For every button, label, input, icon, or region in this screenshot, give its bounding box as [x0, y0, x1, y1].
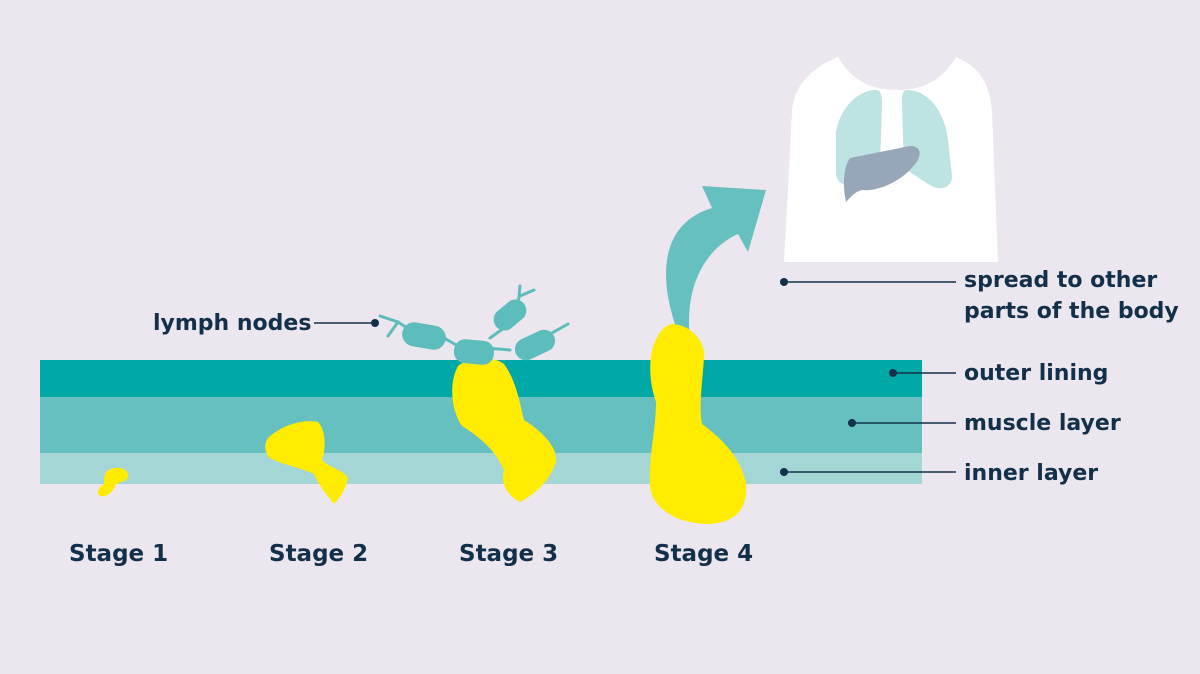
- tumour-stage-3: [452, 358, 557, 502]
- stage-3-label: Stage 3: [459, 541, 559, 567]
- inner-layer: [40, 453, 922, 484]
- tumour-stage-4: [649, 324, 747, 524]
- outer-lining-label: outer lining: [964, 361, 1109, 386]
- muscle-layer-label: muscle layer: [964, 411, 1121, 436]
- label-pointer-dots: [371, 278, 897, 476]
- label-pointers: [314, 281, 956, 473]
- tumour-stage-2: [265, 421, 348, 504]
- stage-2-label: Stage 2: [269, 541, 369, 567]
- spread-label-line-2: parts of the body: [964, 299, 1179, 324]
- liver: [843, 146, 920, 202]
- spread-arrow: [666, 186, 766, 338]
- stage-1-label: Stage 1: [69, 541, 169, 567]
- lymph-nodes-label: lymph nodes: [153, 311, 312, 336]
- spread-label-line-1: spread to other: [964, 268, 1158, 293]
- stage-4-label: Stage 4: [654, 541, 754, 567]
- inner-layer-label: inner layer: [964, 461, 1099, 486]
- body-silhouette: [784, 57, 998, 262]
- tumour-stage-1: [97, 467, 129, 497]
- lymph-node-shapes: [402, 299, 556, 365]
